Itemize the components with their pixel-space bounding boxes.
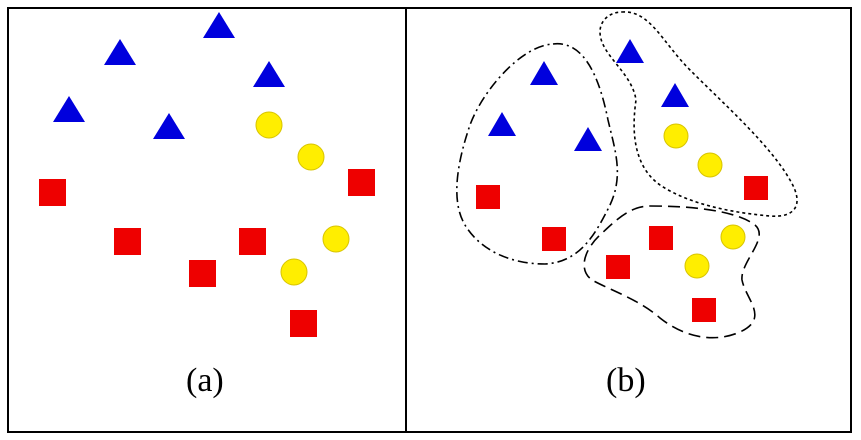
square-shape — [692, 298, 716, 322]
triangle-shape — [153, 113, 185, 139]
square-shape — [239, 228, 266, 255]
circle-shape — [720, 224, 746, 250]
panel-b — [456, 11, 798, 339]
square-shape — [606, 255, 630, 279]
cluster-outline-top-right — [599, 11, 798, 217]
outer-border — [7, 7, 852, 433]
circle-shape — [322, 225, 350, 253]
triangle-shape — [203, 12, 235, 38]
triangle-shape — [488, 112, 516, 136]
square-shape — [744, 176, 768, 200]
circle-shape — [697, 152, 723, 178]
triangle-shape — [616, 39, 644, 63]
triangle-shape — [574, 127, 602, 151]
triangle-shape — [530, 61, 558, 85]
square-shape — [348, 169, 375, 196]
triangle-shape — [104, 39, 136, 65]
square-shape — [290, 310, 317, 337]
square-shape — [39, 179, 66, 206]
panel-b-caption: (b) — [606, 362, 646, 399]
panel-a-caption: (a) — [186, 362, 224, 399]
circle-shape — [297, 143, 325, 171]
circle-shape — [663, 123, 689, 149]
cluster-outline-bottom-right — [583, 205, 760, 339]
triangle-shape — [253, 61, 285, 87]
square-shape — [476, 185, 500, 209]
square-shape — [542, 227, 566, 251]
square-shape — [649, 226, 673, 250]
triangle-shape — [53, 96, 85, 122]
square-shape — [189, 260, 216, 287]
circle-shape — [684, 253, 710, 279]
circle-shape — [255, 111, 283, 139]
circle-shape — [280, 258, 308, 286]
square-shape — [114, 228, 141, 255]
triangle-shape — [661, 83, 689, 107]
panel-a — [39, 12, 375, 337]
cluster-outline-left — [456, 43, 619, 265]
